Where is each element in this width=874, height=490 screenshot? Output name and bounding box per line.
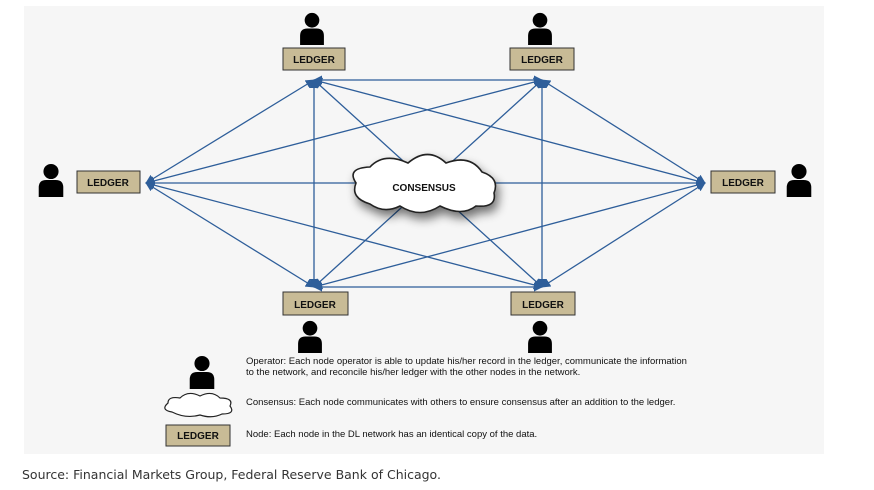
node-top-right: LEDGER — [509, 12, 575, 71]
consensus-cloud — [352, 153, 497, 214]
connection-arrow — [145, 182, 315, 288]
connection-arrows — [145, 75, 706, 292]
node-top-left: LEDGER — [282, 12, 346, 71]
legend-ledger-box — [165, 424, 231, 447]
connection-arrow — [541, 79, 706, 184]
legend-cloud-icon — [164, 392, 233, 418]
ledger-box — [282, 291, 349, 316]
ledger-label: LEDGER — [522, 300, 564, 311]
ledger-box — [76, 170, 141, 194]
consensus-label: CONSENSUS — [392, 183, 456, 194]
legend-consensus-text: Consensus: Each node communicates with o… — [246, 397, 676, 408]
diagram-background — [24, 6, 824, 454]
legend-node-text: Node: Each node in the DL network has an… — [246, 429, 538, 440]
source-caption: Source: Financial Markets Group, Federal… — [22, 467, 441, 482]
connection-arrow — [145, 77, 543, 186]
ledger-label: LEDGER — [722, 178, 764, 189]
ledger-box — [509, 47, 575, 71]
ledger-label: LEDGER — [294, 300, 336, 311]
node-bottom-left: LEDGER — [282, 291, 349, 353]
legend-operator-text: Operator: Each node operator is able to … — [246, 356, 687, 378]
node-bottom-right: LEDGER — [510, 291, 576, 353]
node-right: LEDGER — [710, 163, 812, 197]
ledger-label: LEDGER — [87, 178, 129, 189]
node-left: LEDGER — [38, 163, 141, 197]
ledger-label: LEDGER — [521, 55, 563, 66]
legend-ledger-label: LEDGER — [177, 431, 219, 442]
ledger-box — [710, 170, 776, 194]
ledger-box — [282, 47, 346, 71]
ledger-box — [510, 291, 576, 316]
ledger-label: LEDGER — [293, 55, 335, 66]
